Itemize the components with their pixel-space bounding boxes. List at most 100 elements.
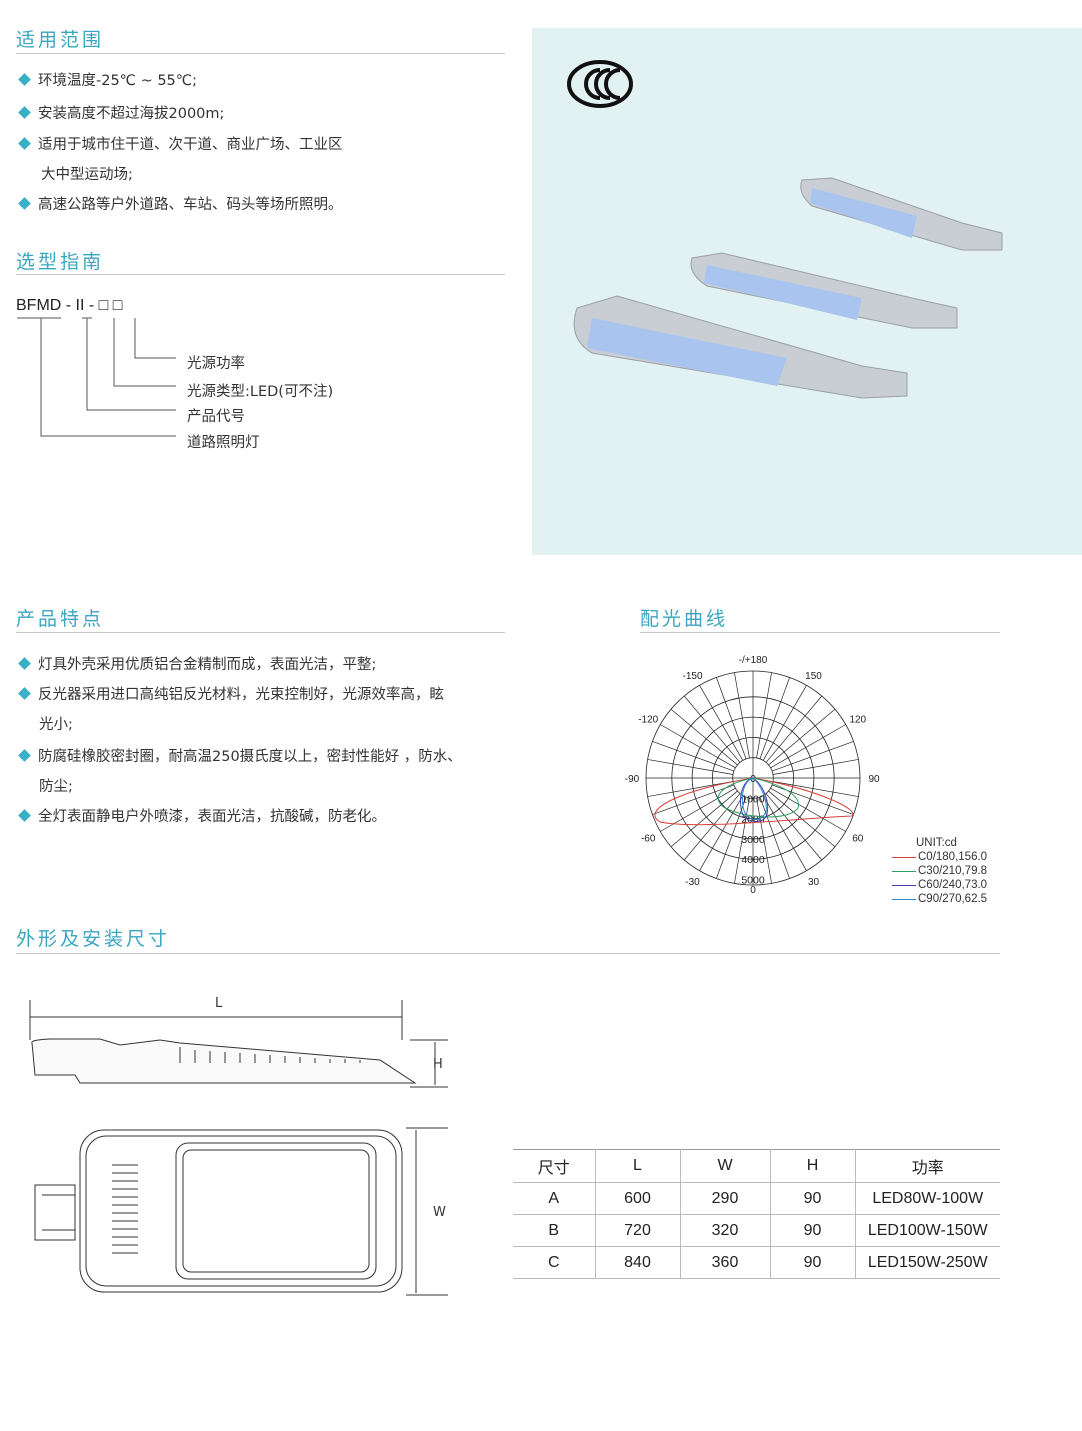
list-item-continuation: 大中型运动场; (41, 167, 133, 183)
angle-tick-label: 150 (805, 671, 822, 682)
cell: 90 (770, 1214, 856, 1247)
cell: 290 (680, 1182, 771, 1215)
grid-spoke (762, 685, 807, 761)
grid-spoke (734, 672, 750, 759)
grid-spoke (660, 787, 736, 832)
selection-label: 产品代号 (187, 409, 245, 425)
cell: 90 (770, 1246, 856, 1279)
grid-spoke (716, 677, 747, 760)
divider (640, 632, 1000, 633)
list-item: 高速公路等户外道路、车站、码头等场所照明。 (16, 193, 343, 214)
cell: 840 (595, 1246, 681, 1279)
angle-tick-label: -90 (625, 774, 640, 785)
grid-spoke (660, 724, 736, 769)
legend-swatch (892, 870, 916, 872)
list-item: 全灯表面静电户外喷漆，表面光洁，抗酸碱，防老化。 (16, 805, 386, 826)
curve-series (740, 777, 769, 822)
legend-item: C90/270,62.5 (892, 892, 987, 906)
selection-label: 光源类型:LED(可不注) (187, 384, 334, 400)
grid-spoke (670, 708, 738, 766)
header-cell: H (770, 1149, 856, 1183)
grid-spoke (734, 797, 750, 884)
selection-label: 光源功率 (187, 356, 245, 372)
polar-chart: -/+180 150 -150 120 -120 90 -90 60 -60 30 -30 0 0 100… (625, 655, 880, 896)
ccc-logo (567, 60, 633, 108)
angle-tick-label: 30 (808, 877, 820, 888)
curve-series (654, 777, 854, 826)
diamond-bullet-icon (18, 657, 31, 670)
grid-spoke (759, 677, 790, 760)
angle-tick-label: 120 (849, 715, 866, 726)
grid-spoke (683, 695, 741, 763)
grid-spoke (756, 672, 772, 759)
diamond-bullet-icon (18, 197, 31, 210)
grid-spoke (647, 781, 734, 797)
grid-spoke (670, 790, 738, 848)
angle-tick-label: 0 (750, 885, 756, 896)
list-item-continuation: 光小; (39, 717, 73, 733)
cell: B (513, 1214, 596, 1247)
dimension-label-L: L (215, 996, 223, 1011)
legend-unit: UNIT:cd (916, 837, 957, 849)
list-item: 反光器采用进口高纯铝反光材料，光束控制好，光源效率高，眩 (16, 683, 444, 704)
cell: LED100W-150W (855, 1214, 1000, 1247)
section-title-selection: 选型指南 (16, 251, 105, 273)
legend-item: C0/180,156.0 (892, 850, 987, 864)
header-cell: L (595, 1149, 681, 1183)
grid-spoke (652, 741, 735, 772)
diamond-bullet-icon (18, 809, 31, 822)
list-item: 安装高度不超过海拔2000m; (16, 102, 224, 123)
grid-spoke (771, 741, 854, 772)
diamond-bullet-icon (18, 106, 31, 119)
divider (16, 274, 505, 275)
grid-spoke (699, 795, 744, 871)
grid-spoke (652, 784, 735, 815)
radial-tick-label: 5000 (741, 875, 765, 887)
chart-legend: UNIT:cd C0/180,156.0 C30/210,79.8 C60/24… (892, 836, 987, 906)
angle-tick-label: -60 (641, 834, 656, 845)
divider (16, 953, 1000, 954)
grid-spoke (762, 795, 807, 871)
grid-spoke (772, 781, 859, 797)
selection-label: 道路照明灯 (187, 435, 260, 451)
divider (16, 53, 505, 54)
legend-swatch (892, 856, 916, 858)
diamond-bullet-icon (18, 687, 31, 700)
dimension-label-H: H (433, 1057, 443, 1072)
header-cell: 尺寸 (513, 1149, 596, 1183)
angle-tick-label: -30 (685, 877, 700, 888)
list-item: 环境温度-25℃ ~ 55℃; (16, 69, 197, 90)
radial-tick-label: 4000 (741, 854, 765, 866)
cell: 720 (595, 1214, 681, 1247)
grid-spoke (765, 695, 823, 763)
cell: 360 (680, 1246, 771, 1279)
section-title-scope: 适用范围 (16, 29, 105, 51)
grid-spoke (770, 724, 846, 769)
angle-tick-label: 60 (852, 834, 864, 845)
section-title-dimensions: 外形及安装尺寸 (16, 928, 171, 950)
angle-tick-label: 90 (868, 774, 880, 785)
angle-tick-label: -150 (682, 671, 702, 682)
radial-tick-label: 1000 (741, 793, 765, 805)
radial-tick-label: 0 (750, 773, 756, 785)
cell: C (513, 1246, 596, 1279)
list-item: 灯具外壳采用优质铝合金精制而成，表面光洁，平整; (16, 653, 376, 674)
cell: 320 (680, 1214, 771, 1247)
curve-series (741, 777, 767, 820)
angle-tick-label: -/+180 (739, 655, 768, 666)
street-lamp-product-image (567, 60, 1003, 399)
diamond-bullet-icon (18, 749, 31, 762)
divider (16, 632, 505, 633)
dimension-label-W: W (433, 1205, 446, 1220)
angle-tick-label: -120 (638, 715, 658, 726)
grid-spoke (772, 759, 859, 775)
legend-swatch (892, 898, 916, 900)
legend-swatch (892, 884, 916, 886)
grid-spoke (683, 793, 741, 861)
section-title-features: 产品特点 (16, 608, 105, 630)
grid-spoke (756, 797, 772, 884)
cell: LED80W-100W (855, 1182, 1000, 1215)
dimension-drawing (29, 1000, 448, 1296)
